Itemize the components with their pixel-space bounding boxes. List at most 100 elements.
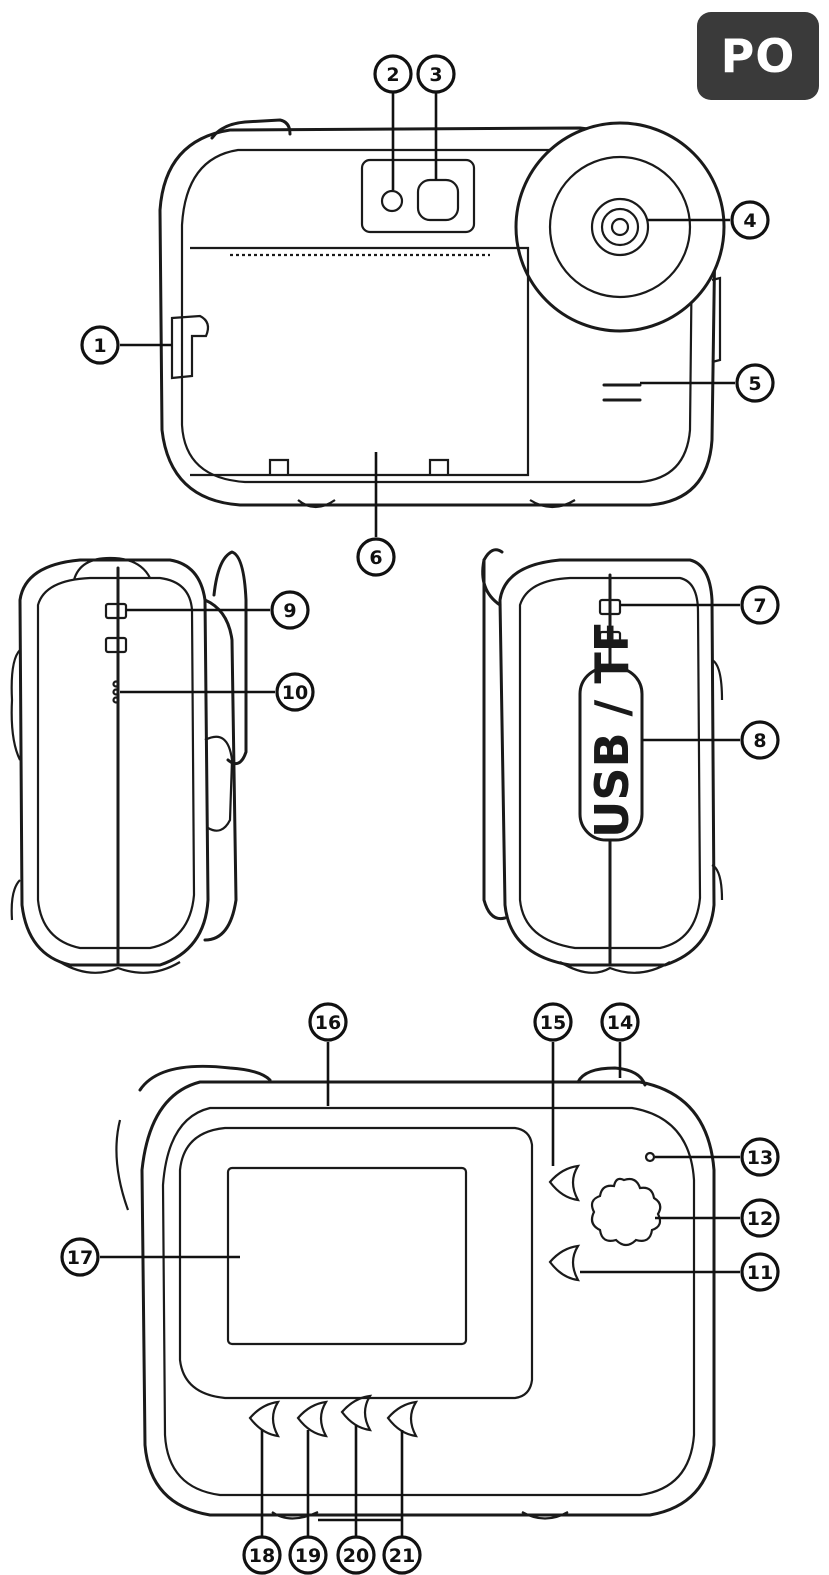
callout-8-label: 8 bbox=[753, 730, 766, 752]
button-15-shape[interactable] bbox=[548, 1164, 581, 1202]
callout-17-label: 17 bbox=[67, 1247, 93, 1269]
callout-16-label: 16 bbox=[315, 1012, 341, 1034]
left-port-2 bbox=[104, 636, 128, 654]
viewfinder-housing bbox=[360, 158, 476, 234]
left-port-1 bbox=[104, 602, 128, 620]
callout-5-label: 5 bbox=[748, 373, 761, 395]
lens-ring bbox=[514, 121, 726, 333]
mic-hole bbox=[112, 680, 120, 688]
back-body-outline bbox=[140, 1080, 716, 1517]
left-side-buttons bbox=[10, 649, 21, 921]
left-grip bbox=[203, 598, 238, 942]
callout-21: 21 bbox=[382, 1535, 422, 1575]
lcd-screen bbox=[226, 1166, 468, 1346]
left-strap-loop bbox=[204, 735, 234, 832]
mic-hole bbox=[112, 688, 120, 696]
paper-door bbox=[190, 246, 530, 477]
viewfinder-window bbox=[416, 178, 460, 222]
callout-20: 20 bbox=[336, 1535, 376, 1575]
callout-2-label: 2 bbox=[386, 64, 399, 86]
right-port-1 bbox=[598, 598, 622, 616]
lens-center bbox=[610, 217, 630, 237]
callout-13-label: 13 bbox=[747, 1147, 773, 1169]
left-lens-edge bbox=[212, 550, 248, 766]
callout-5: 5 bbox=[735, 363, 775, 403]
callout-3: 3 bbox=[416, 54, 456, 94]
side-latch bbox=[170, 314, 210, 380]
button-19-shape[interactable] bbox=[296, 1400, 329, 1438]
callout-10-label: 10 bbox=[282, 682, 308, 704]
callout-8: 8 bbox=[740, 720, 780, 760]
back-view bbox=[115, 1064, 716, 1520]
callout-14-label: 14 bbox=[607, 1012, 633, 1034]
language-badge: PO bbox=[697, 12, 819, 100]
callout-11: 11 bbox=[740, 1252, 780, 1292]
screen-bezel bbox=[178, 1126, 534, 1400]
callout-13: 13 bbox=[740, 1137, 780, 1177]
left-side-body bbox=[18, 558, 210, 967]
callout-4: 4 bbox=[730, 200, 770, 240]
speaker-slots bbox=[602, 383, 642, 402]
left-feet bbox=[59, 961, 181, 974]
left-side-view bbox=[10, 550, 248, 974]
lens-outer bbox=[590, 197, 650, 257]
lens-middle-ring bbox=[548, 155, 692, 299]
callout-16: 16 bbox=[308, 1002, 348, 1042]
button-20-shape[interactable] bbox=[340, 1394, 373, 1432]
callout-6-label: 6 bbox=[369, 547, 382, 569]
callout-1: 1 bbox=[80, 325, 120, 365]
top-shutter-button-front bbox=[210, 118, 292, 140]
callout-9-label: 9 bbox=[283, 600, 296, 622]
back-body-inner bbox=[161, 1106, 696, 1497]
button-11-shape[interactable] bbox=[548, 1244, 581, 1282]
back-feet bbox=[271, 1511, 569, 1520]
callout-20-label: 20 bbox=[343, 1545, 369, 1567]
usb-tf-port-cover bbox=[578, 666, 644, 842]
flash-window bbox=[380, 189, 404, 213]
callout-1-label: 1 bbox=[93, 335, 106, 357]
right-feet bbox=[559, 961, 671, 974]
callout-12-label: 12 bbox=[747, 1208, 773, 1230]
callout-19-label: 19 bbox=[295, 1545, 321, 1567]
callout-19: 19 bbox=[288, 1535, 328, 1575]
callout-7: 7 bbox=[740, 585, 780, 625]
right-side-buttons bbox=[711, 659, 724, 901]
dial-12-shape[interactable] bbox=[590, 1177, 662, 1247]
door-tabs bbox=[268, 458, 450, 475]
right-side-view: USB / TF bbox=[481, 548, 724, 974]
callout-11-label: 11 bbox=[747, 1262, 773, 1284]
callout-15-label: 15 bbox=[540, 1012, 566, 1034]
callout-18: 18 bbox=[242, 1535, 282, 1575]
callout-10: 10 bbox=[275, 672, 315, 712]
front-feet bbox=[297, 499, 576, 509]
left-side-inner bbox=[36, 576, 196, 950]
callout-9: 9 bbox=[270, 590, 310, 630]
right-lens-side bbox=[482, 558, 507, 921]
callout-7-label: 7 bbox=[753, 595, 766, 617]
right-side-body bbox=[498, 558, 716, 967]
callout-2: 2 bbox=[373, 54, 413, 94]
callout-17: 17 bbox=[60, 1237, 100, 1277]
back-lens-bump bbox=[138, 1064, 272, 1092]
callout-4-label: 4 bbox=[743, 210, 756, 232]
callout-18-label: 18 bbox=[249, 1545, 275, 1567]
callout-21-label: 21 bbox=[389, 1545, 415, 1567]
right-port-2 bbox=[598, 630, 622, 648]
back-left-edge bbox=[115, 1119, 130, 1211]
status-led-13 bbox=[644, 1151, 656, 1163]
button-18-shape[interactable] bbox=[248, 1400, 281, 1438]
callout-14: 14 bbox=[600, 1002, 640, 1042]
left-top-button bbox=[72, 556, 151, 581]
leader-lines bbox=[100, 92, 740, 1538]
back-shutter-button bbox=[576, 1066, 647, 1087]
callout-6: 6 bbox=[356, 537, 396, 577]
right-side-inner bbox=[518, 576, 702, 950]
callout-12: 12 bbox=[740, 1198, 780, 1238]
mic-hole bbox=[112, 696, 120, 704]
front-view bbox=[158, 118, 726, 509]
callout-3-label: 3 bbox=[429, 64, 442, 86]
usb-tf-label: USB / TF bbox=[585, 621, 639, 838]
lens-inner bbox=[600, 207, 640, 247]
grip-ridges bbox=[711, 276, 722, 364]
